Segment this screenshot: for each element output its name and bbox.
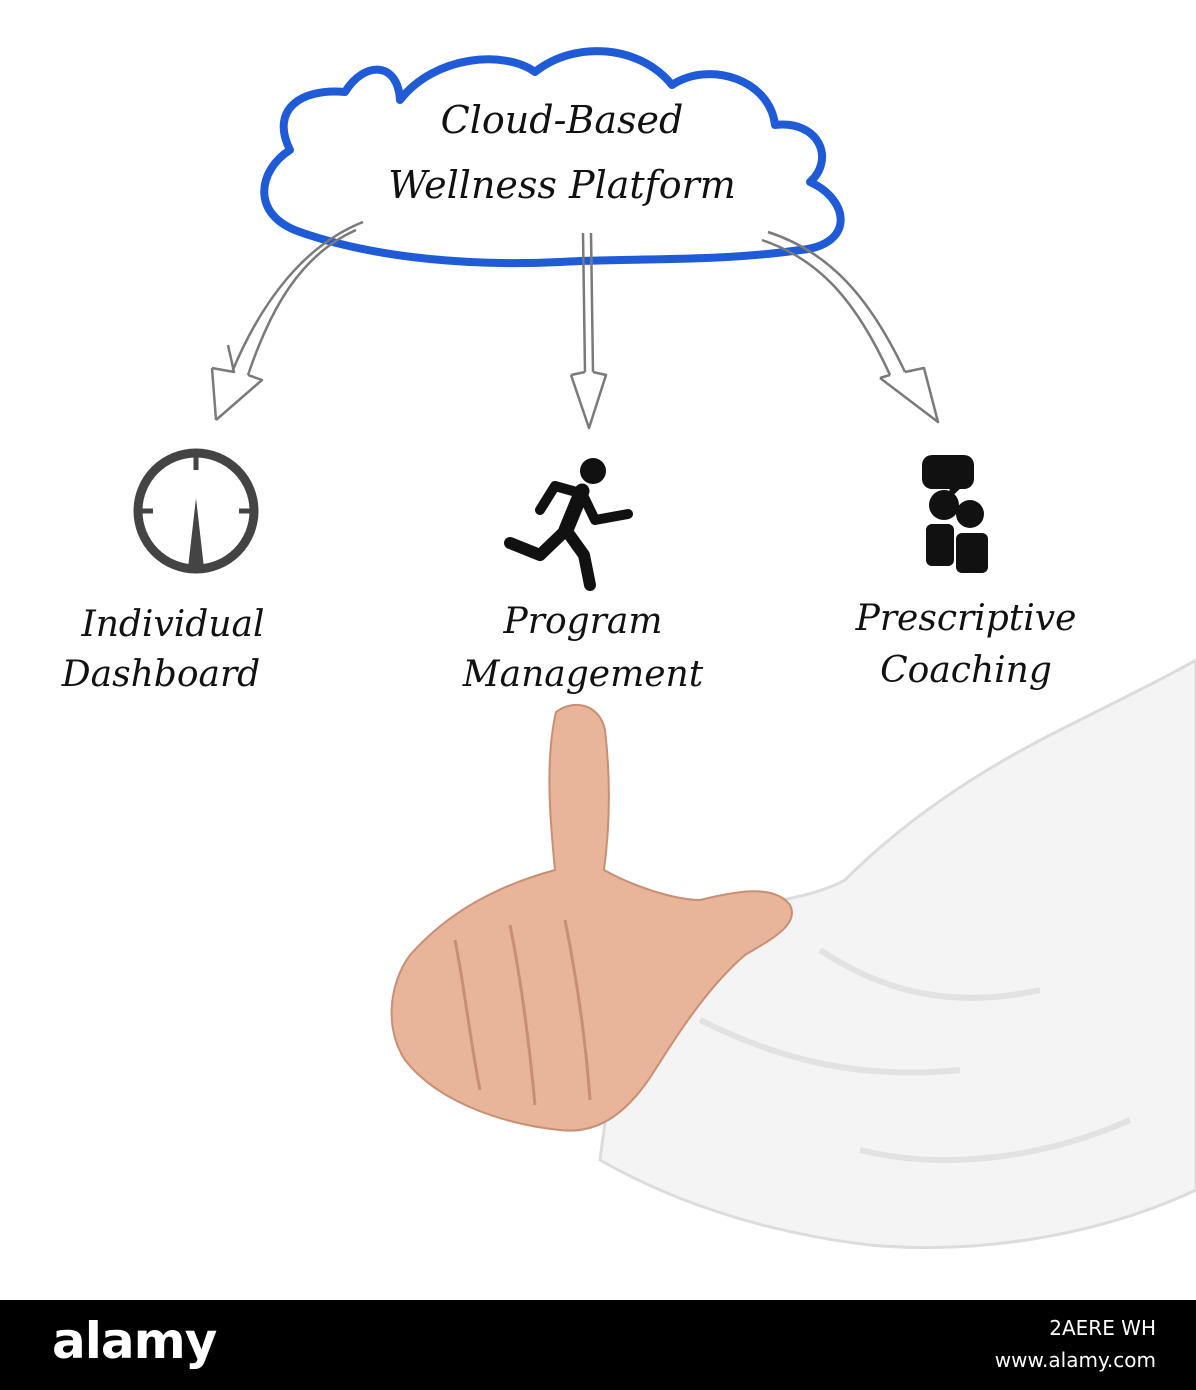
- dashboard-node: Individual Dashboard: [61, 453, 265, 695]
- coaching-label-line2: Coaching: [880, 650, 1052, 691]
- diagram: Cloud-Based Wellness Platform Indi: [0, 0, 1196, 1300]
- coaching-label-line1: Prescriptive: [855, 598, 1077, 639]
- pointing-hand-image: [392, 660, 1196, 1248]
- program-label-line1: Program: [503, 601, 663, 642]
- cloud-title-line1: Cloud-Based: [441, 98, 684, 142]
- program-label-line2: Management: [462, 654, 704, 695]
- site-url: www.alamy.com: [995, 1348, 1156, 1372]
- dashboard-label-line2: Dashboard: [61, 654, 260, 695]
- program-node: Program Management: [462, 458, 704, 695]
- running-person-icon: [510, 458, 628, 585]
- gauge-icon: [138, 453, 254, 569]
- arrow-to-coaching: [762, 232, 938, 422]
- cloud-title-line2: Wellness Platform: [388, 163, 736, 207]
- watermark-footer: alamy 2AERE WH www.alamy.com: [0, 1300, 1196, 1390]
- arrow-to-dashboard: [212, 222, 363, 420]
- image-id: 2AERE WH: [1049, 1316, 1156, 1340]
- arrows: [212, 222, 938, 428]
- dashboard-label-line1: Individual: [80, 604, 264, 645]
- coaching-people-icon: [922, 455, 988, 573]
- coaching-node: Prescriptive Coaching: [855, 455, 1077, 691]
- alamy-logo: alamy: [52, 1312, 216, 1370]
